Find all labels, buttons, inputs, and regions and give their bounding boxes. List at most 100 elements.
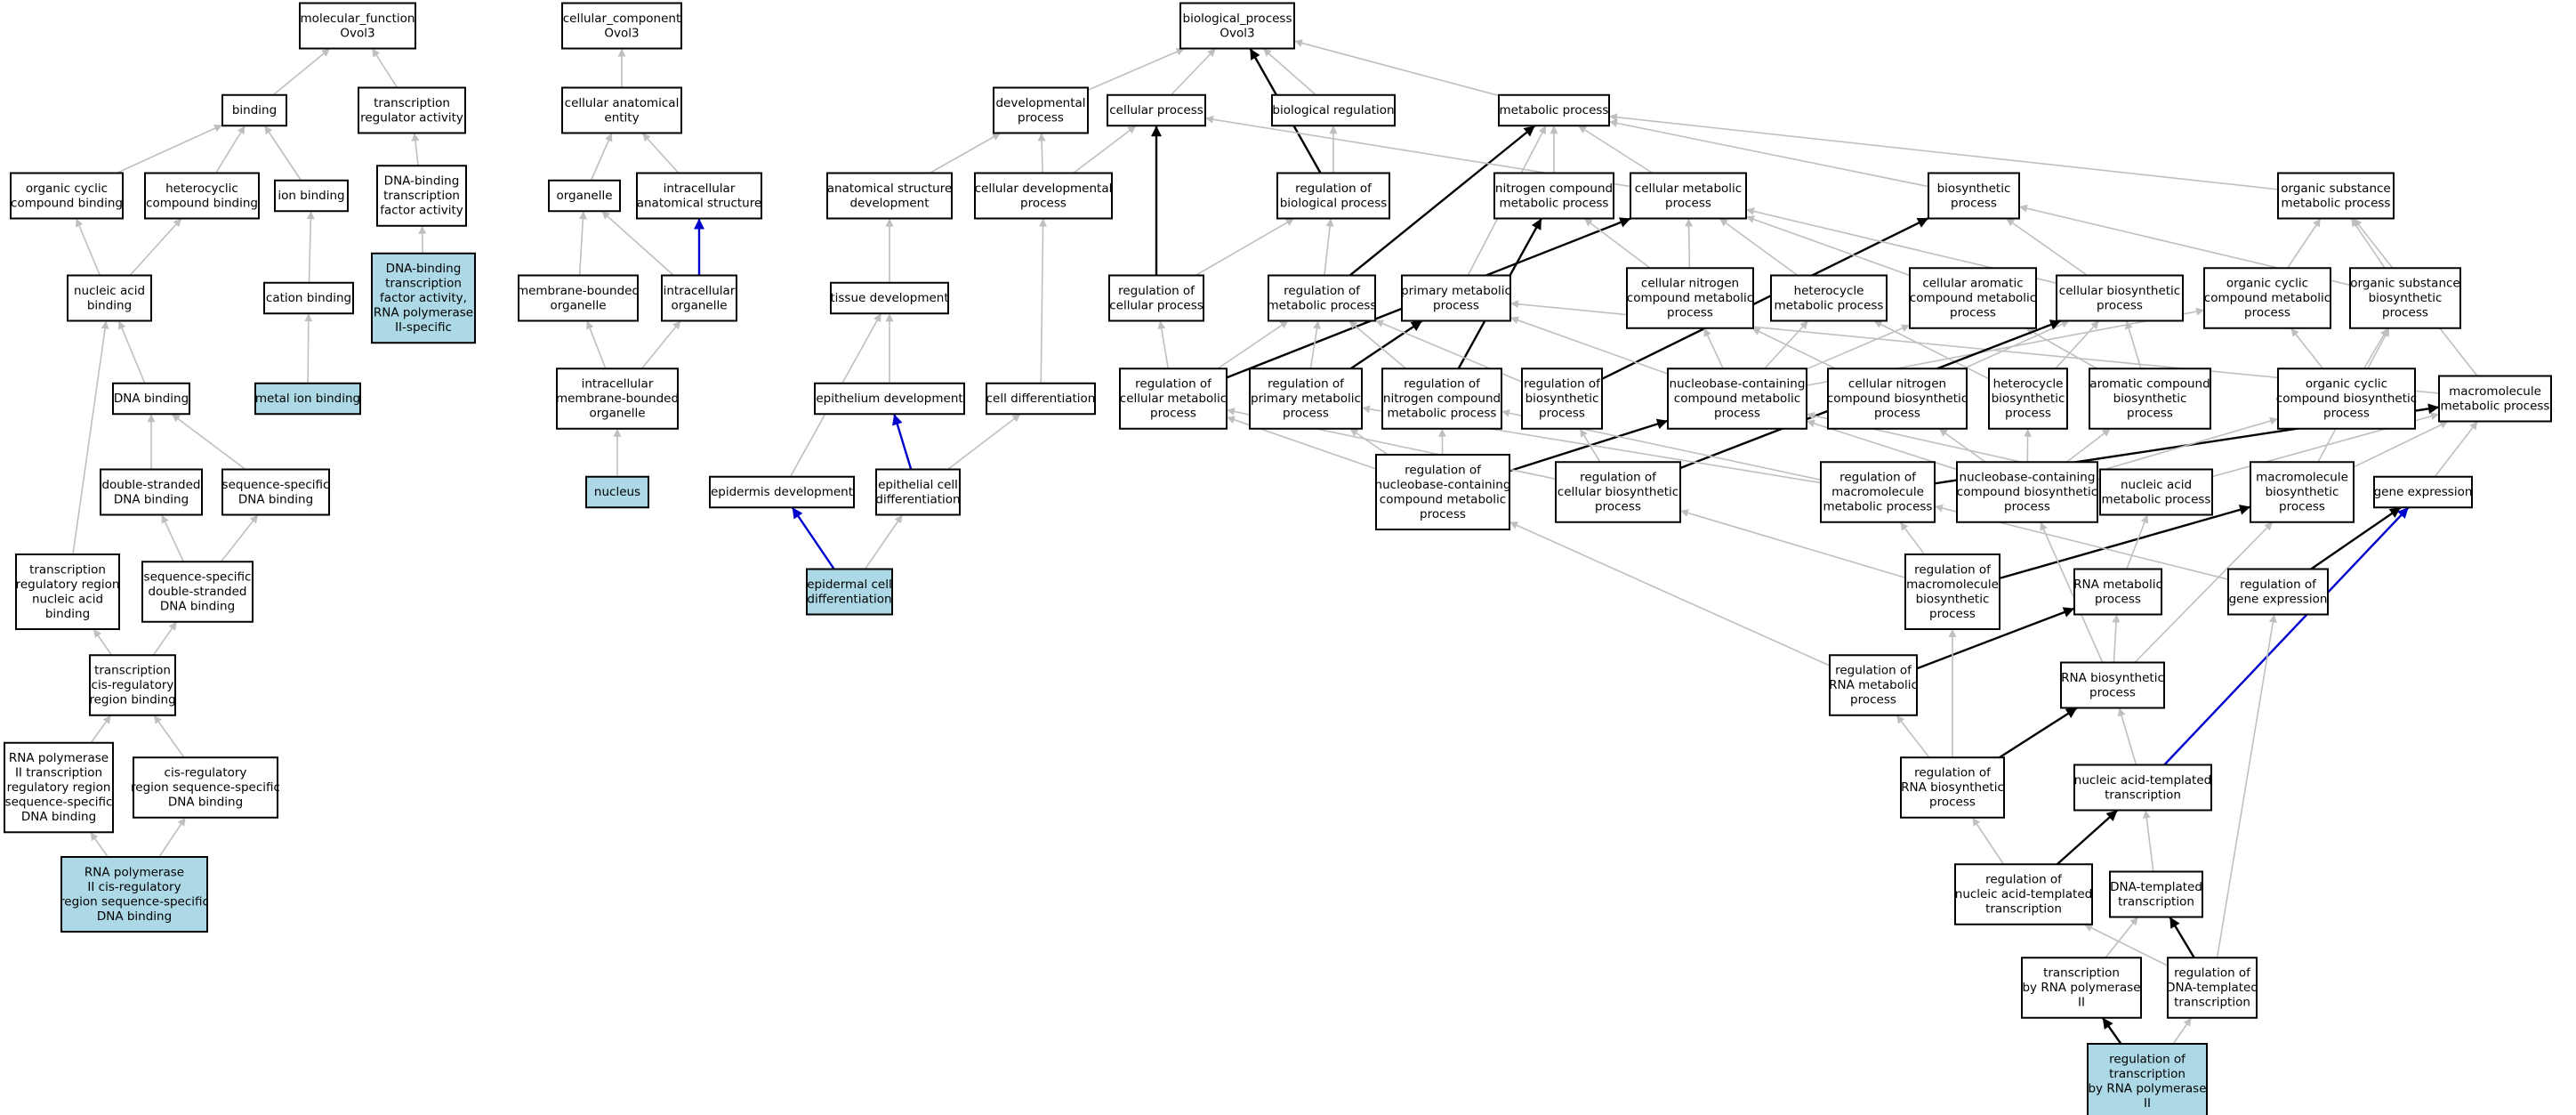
edge-biosp-to-metp <box>1608 118 1929 188</box>
go-term-label: biosynthetic <box>2369 291 2443 305</box>
go-term-label: RNA metabolic <box>2073 578 2162 592</box>
edge-rnamp-to-namp <box>2126 514 2149 570</box>
go-term-label: cellular process <box>1109 103 1203 117</box>
go-term-box <box>986 382 1096 416</box>
go-term-label: macromolecule <box>2256 471 2348 485</box>
go-term-box <box>1928 172 2020 220</box>
go-term-label: compound biosynthetic <box>1827 392 1968 406</box>
edge-cationb-to-ionb <box>306 211 315 283</box>
go-term-label: epithelium development <box>816 392 962 406</box>
go-term-box <box>1667 368 1807 430</box>
edge-rmbp-to-mbp <box>1999 505 2251 580</box>
edge-rncmp-to-rmp <box>1348 319 1407 369</box>
go-term-label: nucleic acid <box>32 592 103 606</box>
go-term-label: intracellular <box>664 284 736 298</box>
edge-rnatt-to-rrnabp <box>1971 817 2005 865</box>
go-term-box <box>2277 368 2416 430</box>
go-term-box <box>10 172 124 220</box>
edge-ias-to-cae <box>641 132 680 174</box>
go-term-label: regulation of <box>2240 578 2317 592</box>
edge-io-to-organelle <box>600 210 674 277</box>
go-term-node-edev: epithelium development <box>814 382 965 416</box>
edge-nbcbp-to-cncbp <box>1938 428 1986 463</box>
go-term-label: cellular process <box>1109 298 1203 312</box>
go-term-box <box>875 468 961 516</box>
go-term-box <box>1119 368 1228 430</box>
go-term-label: DNA-binding <box>386 262 462 276</box>
edge-imbo-to-mbo <box>586 320 607 369</box>
edge-hcb-to-binding <box>214 125 246 174</box>
go-term-label: metabolic process <box>1268 298 1377 312</box>
go-term-label: II-specific <box>395 320 452 335</box>
edge-rmbp-to-rcbp <box>1679 509 1906 578</box>
go-term-label: organelle <box>550 298 606 312</box>
go-term-label: process <box>1929 796 1976 810</box>
edge-rnatt-to-natt <box>2056 809 2119 866</box>
go-term-box <box>548 179 621 213</box>
go-term-label: process <box>1018 110 1064 125</box>
edge-devp-to-bp <box>1087 47 1185 91</box>
edge-imbo-to-io <box>640 319 681 369</box>
go-term-label: epithelial cell <box>878 478 958 492</box>
edge-rmp-to-rbp <box>1324 218 1334 276</box>
go-term-label: transcription <box>2118 894 2194 909</box>
edge-dbtfa-to-tra <box>411 133 420 166</box>
go-term-label: cis-regulatory <box>92 678 174 692</box>
go-term-box <box>826 172 953 220</box>
go-term-label: regulation of <box>1914 562 1992 577</box>
go-term-label: developmental <box>995 96 1085 110</box>
go-term-box <box>1900 756 2005 819</box>
go-term-label: intracellular <box>664 182 736 196</box>
go-term-label: cellular nitrogen <box>1848 377 1946 392</box>
go-term-label: regulation of <box>1835 664 1912 678</box>
go-term-box <box>806 568 893 616</box>
go-term-node-rnbcmp: regulation ofnucleobase-containingcompou… <box>1375 454 1510 530</box>
go-term-label: cellular aromatic <box>1922 277 2023 291</box>
edge-acbp-to-cbp <box>2124 320 2142 369</box>
go-term-box <box>1493 172 1614 220</box>
go-term-node-ionb: ion binding <box>274 179 349 213</box>
go-term-box <box>371 252 476 344</box>
go-term-label: compound binding <box>146 196 258 210</box>
go-term-label: sequence-specific <box>5 796 113 810</box>
go-term-label: process <box>2089 685 2136 699</box>
edge-nbcmp-to-pmp <box>1509 316 1669 375</box>
go-term-label: epidermis development <box>711 485 853 499</box>
edge-rdtt-to-rge <box>2216 614 2277 958</box>
go-term-box <box>1375 454 1510 530</box>
go-term-label: by RNA polymerase <box>2088 1081 2206 1095</box>
go-term-box <box>1956 461 2098 523</box>
go-term-label: transcription <box>2109 1067 2186 1081</box>
go-term-box <box>1271 93 1396 127</box>
go-term-box <box>4 741 114 834</box>
go-term-box <box>1268 274 1376 322</box>
go-term-label: heterocyclic <box>165 182 238 196</box>
go-term-box <box>1521 368 1603 430</box>
go-term-box <box>561 2 682 50</box>
go-term-label: regulator activity <box>360 110 463 125</box>
go-term-label: biological process <box>1280 196 1388 210</box>
go-term-label: regulation of <box>1118 284 1195 298</box>
edge-natt-to-gexp <box>2163 506 2410 766</box>
go-term-box <box>274 179 349 213</box>
go-term-label: ion binding <box>278 189 344 203</box>
go-term-label: process <box>2004 500 2050 514</box>
go-term-box <box>993 86 1089 134</box>
go-term-label: transcription <box>1985 902 2062 917</box>
go-term-node-celldiff: cell differentiation <box>986 382 1096 416</box>
